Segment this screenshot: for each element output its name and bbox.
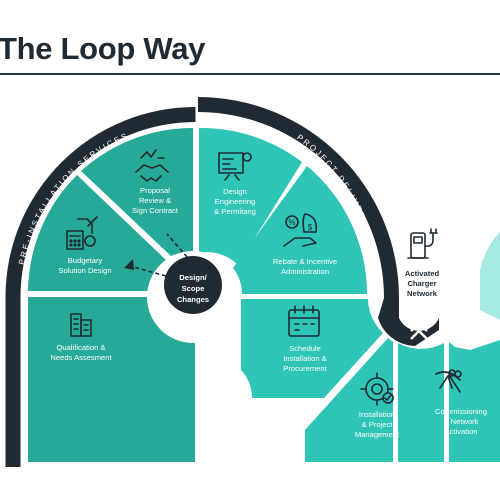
step-rebate-sector[interactable] bbox=[233, 166, 367, 294]
project-delivery-sectors bbox=[199, 127, 500, 462]
design-engineering-label: Design Engineering & Permitang bbox=[214, 187, 256, 216]
page-title: The Loop Way bbox=[0, 31, 206, 66]
svg-text:Engineering: Engineering bbox=[215, 197, 256, 206]
next-stage-sector bbox=[449, 340, 500, 462]
center-label-line3: Changes bbox=[177, 295, 209, 304]
center-label-line2: Scope bbox=[182, 284, 205, 293]
calendar-icon bbox=[288, 305, 320, 337]
svg-text:Solution Design: Solution Design bbox=[58, 266, 111, 275]
step-proposal-sector[interactable] bbox=[81, 127, 193, 256]
center-label-line1: Design/ bbox=[179, 273, 207, 282]
step-schedule-sector[interactable] bbox=[241, 299, 383, 398]
double-chevron-up-icon bbox=[410, 321, 428, 340]
project-delivery-band bbox=[198, 97, 439, 346]
design-scope-changes-node[interactable] bbox=[164, 256, 222, 314]
svg-text:%: % bbox=[288, 218, 295, 227]
svg-text:Activation: Activation bbox=[445, 427, 478, 436]
office-building-icon bbox=[70, 313, 92, 337]
svg-text:Installation &: Installation & bbox=[283, 354, 326, 363]
dashed-arrow-left bbox=[129, 265, 167, 277]
svg-text:& Permitang: & Permitang bbox=[214, 207, 256, 216]
budget-calculator-icon bbox=[66, 216, 98, 250]
svg-text:Network: Network bbox=[407, 289, 438, 298]
svg-text:& Project: & Project bbox=[362, 420, 394, 429]
svg-text:Administration: Administration bbox=[281, 267, 329, 276]
svg-text:Activated: Activated bbox=[405, 269, 440, 278]
svg-text:Commissioning: Commissioning bbox=[435, 407, 487, 416]
gear-wrench-icon bbox=[360, 372, 394, 406]
title-divider bbox=[0, 73, 500, 75]
arrowhead-left bbox=[124, 259, 134, 270]
step-design-engineering-sector[interactable] bbox=[199, 127, 302, 265]
dashed-arrow-up bbox=[166, 233, 188, 258]
svg-text:Proposal: Proposal bbox=[140, 186, 170, 195]
installation-label: Installation & Project Management bbox=[355, 410, 400, 439]
budgetary-label: Budgetary Solution Design bbox=[58, 256, 111, 275]
svg-text:Charger: Charger bbox=[407, 279, 436, 288]
engineering-blueprint-icon bbox=[218, 152, 252, 181]
svg-text:Needs Assesment: Needs Assesment bbox=[50, 353, 112, 362]
svg-text:Qualification &: Qualification & bbox=[57, 343, 106, 352]
svg-text:Sign Contract: Sign Contract bbox=[132, 206, 179, 215]
svg-text:Review &: Review & bbox=[139, 196, 171, 205]
svg-text:Installation: Installation bbox=[359, 410, 395, 419]
svg-text:Design: Design bbox=[223, 187, 247, 196]
handshake-icon bbox=[135, 149, 169, 182]
ev-charger-icon bbox=[407, 228, 438, 259]
svg-text:Procurement: Procurement bbox=[283, 364, 327, 373]
step-installation-sector[interactable] bbox=[305, 338, 393, 462]
svg-text:& Network: & Network bbox=[443, 417, 478, 426]
svg-text:Management: Management bbox=[355, 430, 400, 439]
qualification-label: Qualification & Needs Assesment bbox=[50, 343, 112, 362]
next-stage-light bbox=[480, 232, 500, 320]
step-commissioning-sector[interactable] bbox=[398, 343, 444, 462]
step-qualification-sector[interactable] bbox=[28, 297, 195, 462]
schedule-label: Schedule Installation & Procurement bbox=[283, 344, 327, 373]
svg-text:Rebate & Incentive: Rebate & Incentive bbox=[273, 257, 337, 266]
activated-charger-network-label: Activated Charger Network bbox=[405, 269, 440, 298]
svg-text:Budgetary: Budgetary bbox=[68, 256, 103, 265]
svg-text:Schedule: Schedule bbox=[289, 344, 321, 353]
commissioning-label: Commissioning & Network Activation bbox=[435, 407, 487, 436]
rebate-hand-icon: % $ bbox=[283, 213, 318, 247]
ribbon-cutting-icon bbox=[435, 369, 462, 393]
svg-text:$: $ bbox=[308, 223, 313, 232]
rebate-label: Rebate & Incentive Administration bbox=[273, 257, 337, 276]
proposal-label: Proposal Review & Sign Contract bbox=[132, 186, 179, 215]
